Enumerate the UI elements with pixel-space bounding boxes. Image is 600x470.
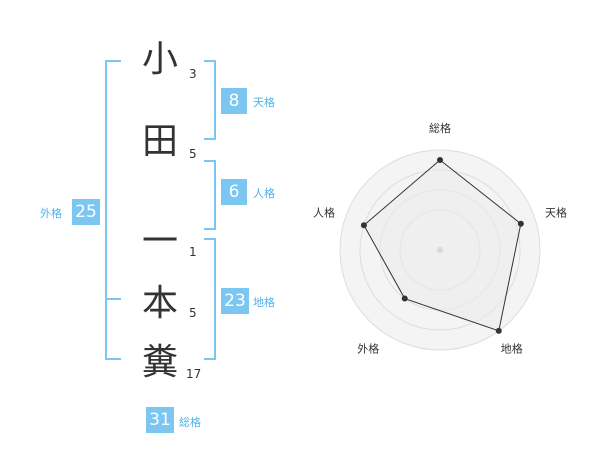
jinkaku-label: 人格 <box>253 187 275 200</box>
radar-point-2 <box>517 220 524 227</box>
gaikaku-label: 外格 <box>40 207 62 220</box>
stroke-count-2: 5 <box>189 147 197 161</box>
stroke-count-4: 5 <box>189 306 197 320</box>
name-char-1: 小 <box>141 39 178 80</box>
stroke-count-5: 17 <box>186 367 202 381</box>
gaikaku-badge: 25 <box>72 199 100 225</box>
radar-series-shape <box>363 159 522 332</box>
name-char-5: 糞 <box>141 342 178 383</box>
name-char-4: 本 <box>141 283 178 324</box>
radar-axis-label-5: 人格 <box>313 205 335 219</box>
tenkaku-badge: 8 <box>221 88 247 114</box>
jinkaku-badge: 6 <box>221 179 247 205</box>
radar-axis-label-3: 地格 <box>501 342 523 356</box>
tenkaku-label: 天格 <box>253 96 275 109</box>
radar-point-4 <box>401 295 408 302</box>
radar-point-5 <box>360 222 367 229</box>
radar-axis-label-2: 天格 <box>545 205 567 219</box>
radar-axis-label-1: 総格 <box>429 121 451 135</box>
soukaku-badge: 31 <box>146 407 174 433</box>
name-char-3: 一 <box>141 221 178 262</box>
radar-point-1 <box>437 157 443 163</box>
chikaku-badge: 23 <box>221 288 249 314</box>
name-char-2: 田 <box>141 121 178 162</box>
stroke-count-3: 1 <box>189 245 197 259</box>
soukaku-label: 総格 <box>179 416 201 429</box>
stroke-count-1: 3 <box>189 67 197 81</box>
radar-axis-label-4: 外格 <box>357 342 379 356</box>
chikaku-label: 地格 <box>253 296 275 309</box>
radar-point-3 <box>495 327 502 334</box>
